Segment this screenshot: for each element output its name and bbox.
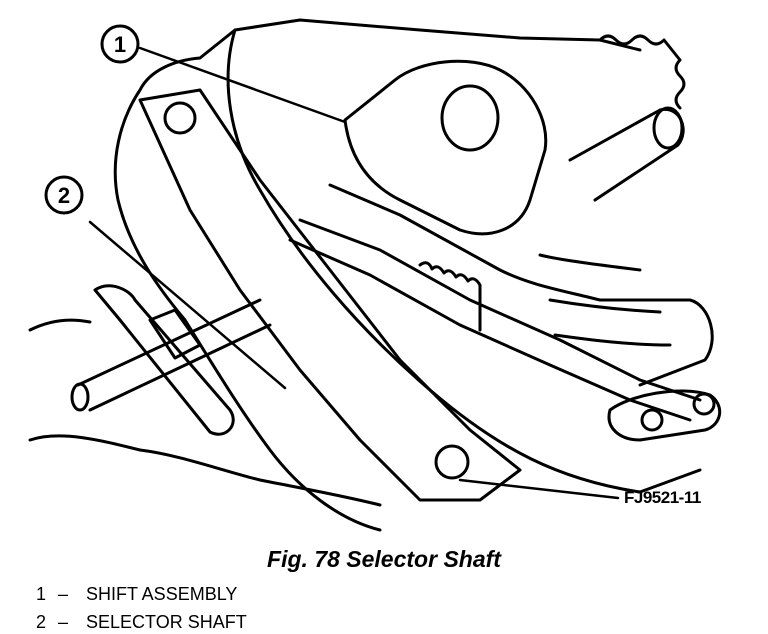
selector-shaft-end (70, 382, 90, 412)
selector-lever (93, 284, 235, 436)
legend-separator: – (58, 612, 69, 632)
shift-fork-body (343, 59, 548, 236)
housing-lobe (607, 389, 721, 442)
leader-line-2 (88, 220, 287, 390)
legend-item-selector-shaft: 2–SELECTOR SHAFT (36, 612, 247, 633)
guide-pin (568, 107, 685, 202)
housing-outline (113, 18, 642, 532)
bracket-hole-bottom (434, 444, 470, 480)
housing-rim (226, 28, 702, 494)
callout-circle-1 (100, 24, 140, 64)
shift-fork-boss (440, 84, 500, 152)
legend-item-shift-assembly: 1–SHIFT ASSEMBLY (36, 584, 237, 605)
cut-surface (28, 318, 382, 507)
legend-number: 1 (36, 584, 47, 604)
bracket-hole-top (163, 101, 197, 135)
legend-separator: – (58, 584, 69, 604)
legend-number: 2 (36, 612, 47, 632)
leader-line-1 (138, 46, 347, 124)
callout-number-1: 1 (114, 32, 126, 57)
detent-ramp (418, 261, 482, 332)
figure-code: FJ9521-11 (624, 488, 701, 507)
callout-number-2: 2 (58, 183, 70, 208)
shift-fork-arm (328, 183, 714, 387)
shift-fork-fingers (538, 253, 672, 347)
gear-teeth (598, 34, 686, 110)
figure-caption: Fig. 78 Selector Shaft (267, 546, 501, 572)
selector-shaft-illustration: 1 2 (28, 18, 721, 532)
legend-label: SELECTOR SHAFT (86, 612, 247, 632)
lobe-hole-2 (692, 392, 716, 416)
guide-pin-end (652, 106, 684, 150)
selector-shaft (76, 298, 272, 412)
callout-circle-2 (44, 175, 84, 215)
legend-label: SHIFT ASSEMBLY (86, 584, 238, 604)
selector-collar (148, 308, 202, 360)
code-leader-line (458, 478, 620, 500)
shift-rail (288, 218, 702, 422)
lobe-hole-1 (640, 408, 664, 432)
